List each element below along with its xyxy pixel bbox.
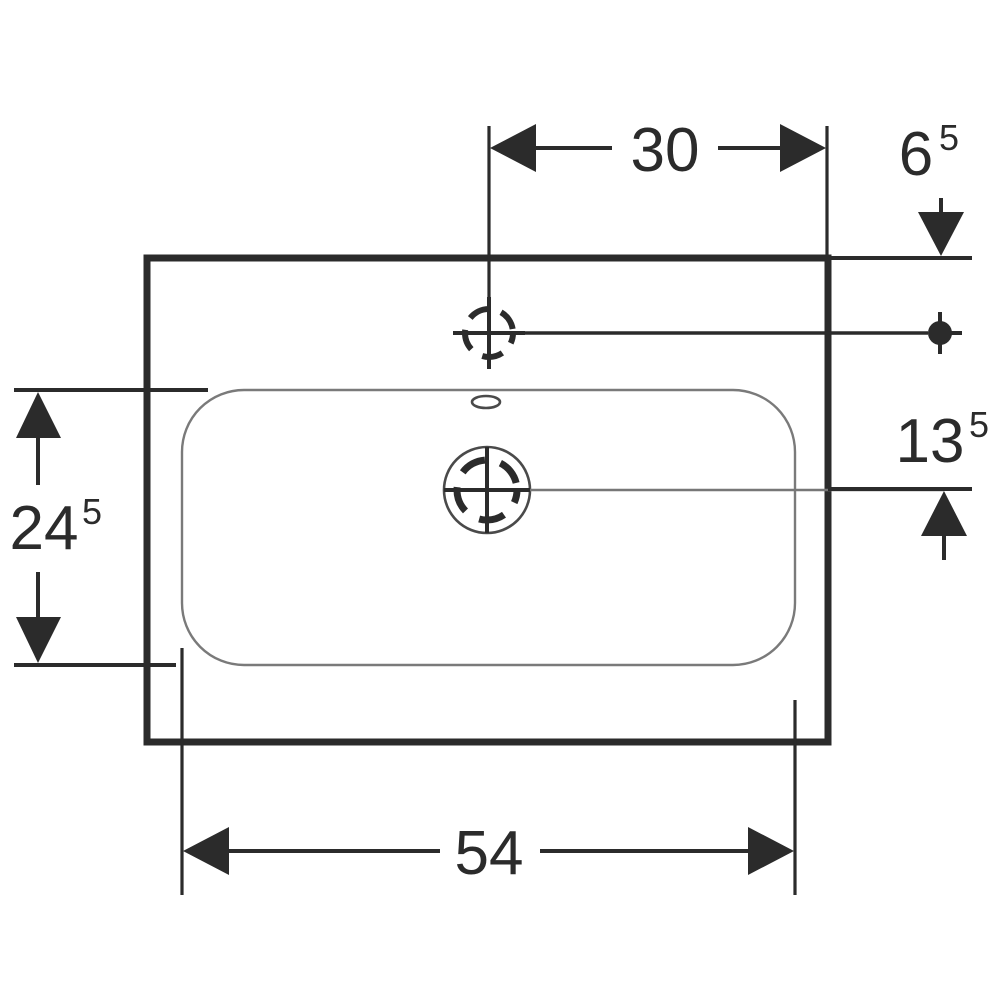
dimension-superscript-6-5: 5 (939, 117, 959, 158)
dimension-label-6-5: 6 (899, 120, 933, 189)
dimension-label-24-5: 24 (10, 494, 79, 563)
dimension-54: 54 (180, 648, 797, 895)
dimension-label-13-5: 13 (896, 407, 965, 476)
reference-point-dot (928, 312, 962, 354)
overflow-slot-icon (470, 394, 502, 410)
arrowhead-24-5-up (16, 392, 61, 438)
dimension-6-5: 6 5 (828, 117, 972, 260)
arrowhead-54-left (183, 827, 229, 875)
arrowhead-30-right (780, 124, 826, 172)
dimension-label-30: 30 (631, 116, 700, 185)
arrowhead-13-5-up (921, 491, 967, 536)
dimension-label-54: 54 (455, 819, 524, 888)
dimension-superscript-13-5: 5 (969, 404, 989, 445)
basin-bowl-outline (180, 388, 797, 667)
dimension-30: 30 (487, 116, 829, 300)
drain-hole-icon (442, 445, 532, 535)
tap-hole-icon (453, 297, 525, 369)
arrowhead-24-5-down (16, 617, 61, 663)
arrowhead-54-right (748, 827, 794, 875)
dimension-superscript-24-5: 5 (82, 491, 102, 532)
arrowhead-30-left (490, 124, 536, 172)
arrowhead-6-5-down (918, 212, 964, 256)
dimension-24-5: 24 5 (10, 388, 208, 667)
dimension-13-5: 13 5 (828, 404, 989, 560)
